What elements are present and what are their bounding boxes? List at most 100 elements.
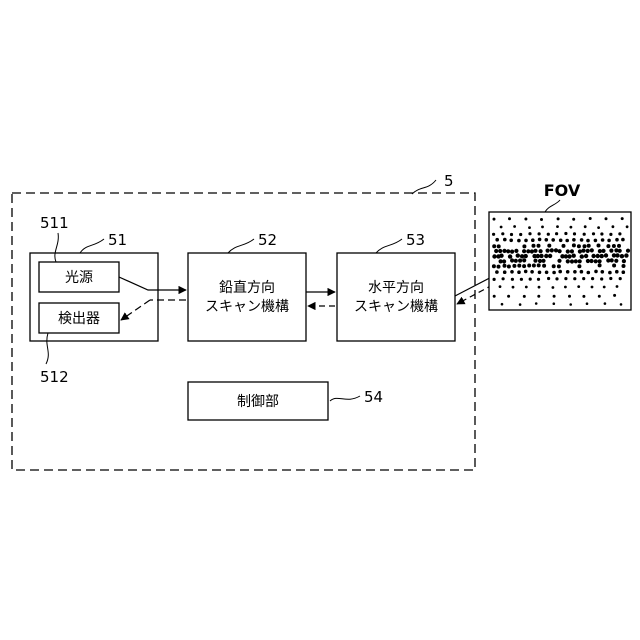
fov-scan-point (492, 254, 496, 258)
system-ref: 5 (444, 172, 454, 190)
fov-scan-point (520, 278, 523, 281)
fov-scan-point (591, 286, 594, 289)
fov-scan-point (530, 249, 534, 253)
fov-scan-point (618, 249, 622, 253)
fov-scan-point (518, 259, 522, 263)
fov-scan-point (583, 244, 587, 248)
fov-scan-point (590, 248, 594, 252)
fov-scan-point (553, 295, 556, 298)
fov-scan-point (508, 217, 511, 220)
fov-scan-point (510, 258, 514, 262)
fov-scan-point (547, 244, 551, 248)
fov-scan-point (541, 226, 544, 229)
fov-scan-point (605, 217, 608, 220)
fov-scan-point (570, 226, 573, 229)
fov-scan-point (503, 270, 507, 274)
fov-scan-point (547, 233, 550, 236)
fov-scan-point (608, 271, 612, 275)
vertical-scan-leader (228, 239, 254, 253)
fov-scan-point (522, 249, 526, 253)
fov-scan-point (542, 264, 546, 268)
fov-scan-point (513, 225, 516, 228)
fov-scan-point (506, 249, 510, 253)
fov-scan-point (617, 244, 621, 248)
fov-scan-point (533, 259, 537, 263)
fov-scan-point (573, 277, 576, 280)
fov-scan-point (615, 253, 619, 257)
fov-scan-point (598, 295, 601, 298)
fov-scan-point (564, 286, 567, 289)
fov-scan-point (532, 244, 536, 248)
fov-scan-point (509, 239, 513, 243)
fov-scan-point (519, 233, 522, 236)
fov-label: FOV (544, 181, 581, 200)
fov-scan-point (600, 232, 603, 235)
fov-scan-point (507, 265, 511, 269)
fov-scan-point (510, 270, 514, 274)
controller-leader (330, 396, 360, 401)
fov-scan-point (510, 250, 514, 254)
fov-scan-point (537, 295, 540, 298)
fov-scan-point (582, 277, 585, 280)
fov-scan-point (495, 270, 499, 274)
fov-scan-point (612, 244, 616, 248)
fov-scan-point (562, 244, 566, 248)
fov-scan-point (612, 264, 616, 268)
fov-scan-point (565, 239, 569, 243)
fov-scan-point (566, 270, 570, 274)
fov-scan-point (498, 249, 502, 253)
light-source-label: 光源 (65, 270, 93, 286)
fov-scan-point (528, 232, 531, 235)
controller-ref: 54 (364, 388, 383, 406)
fov-scan-point (584, 254, 588, 258)
fov-scan-point (572, 254, 576, 258)
fov-scan-point (556, 225, 559, 228)
fov-scan-point (594, 270, 598, 274)
fov-scan-point (567, 254, 571, 258)
fov-scan-point (607, 239, 611, 243)
fov-scan-point (516, 253, 520, 257)
fov-scan-point (574, 259, 578, 263)
fov-scan-point (620, 303, 623, 306)
horizontal-scan-ref: 53 (406, 231, 425, 249)
light-unit-leader (80, 239, 104, 253)
fov-scan-point (578, 259, 582, 263)
fov-scan-point (609, 249, 613, 253)
fov-scan-point (609, 233, 612, 236)
light-source-ref: 511 (40, 214, 69, 232)
fov-scan-point (572, 218, 575, 221)
fov-scan-point (517, 270, 521, 274)
fov-scan-point (499, 285, 502, 288)
fov-scan-point (577, 264, 581, 268)
fov-scan-point (523, 295, 526, 298)
fov-scan-point (570, 259, 574, 263)
fov-scan-point (538, 286, 541, 289)
detector-label: 検出器 (58, 311, 100, 327)
fov-scan-point (566, 259, 570, 263)
fov-scan-point (597, 226, 600, 229)
fov-scan-point (544, 254, 548, 258)
vertical-scan-ref: 52 (258, 231, 277, 249)
fov-scan-point (615, 270, 619, 274)
fov-scan-point (580, 270, 584, 274)
fov-scan-point (500, 226, 503, 229)
fov-scan-point (580, 238, 584, 242)
fov-scan-point (527, 264, 531, 268)
fov-scan-point (609, 277, 612, 280)
fov-scan-point (539, 249, 543, 253)
fov-scan-point (539, 254, 543, 258)
fov-scan-point (626, 249, 630, 253)
fov-scan-point (501, 232, 504, 235)
fov-scan-point (533, 249, 537, 253)
fov-scan-point (558, 270, 562, 274)
horizontal-scan-label-line1: 水平方向 (368, 280, 424, 296)
fov-scan-point (624, 253, 628, 257)
fov-scan-point (601, 238, 605, 242)
fov-scan-point (581, 249, 585, 253)
fov-scan-point (531, 238, 535, 242)
light-unit-ref: 51 (108, 231, 127, 249)
fov-scan-point (612, 225, 615, 228)
fov-scan-point (570, 249, 574, 253)
fov-scan-point (538, 238, 542, 242)
fov-scan-point (598, 249, 602, 253)
